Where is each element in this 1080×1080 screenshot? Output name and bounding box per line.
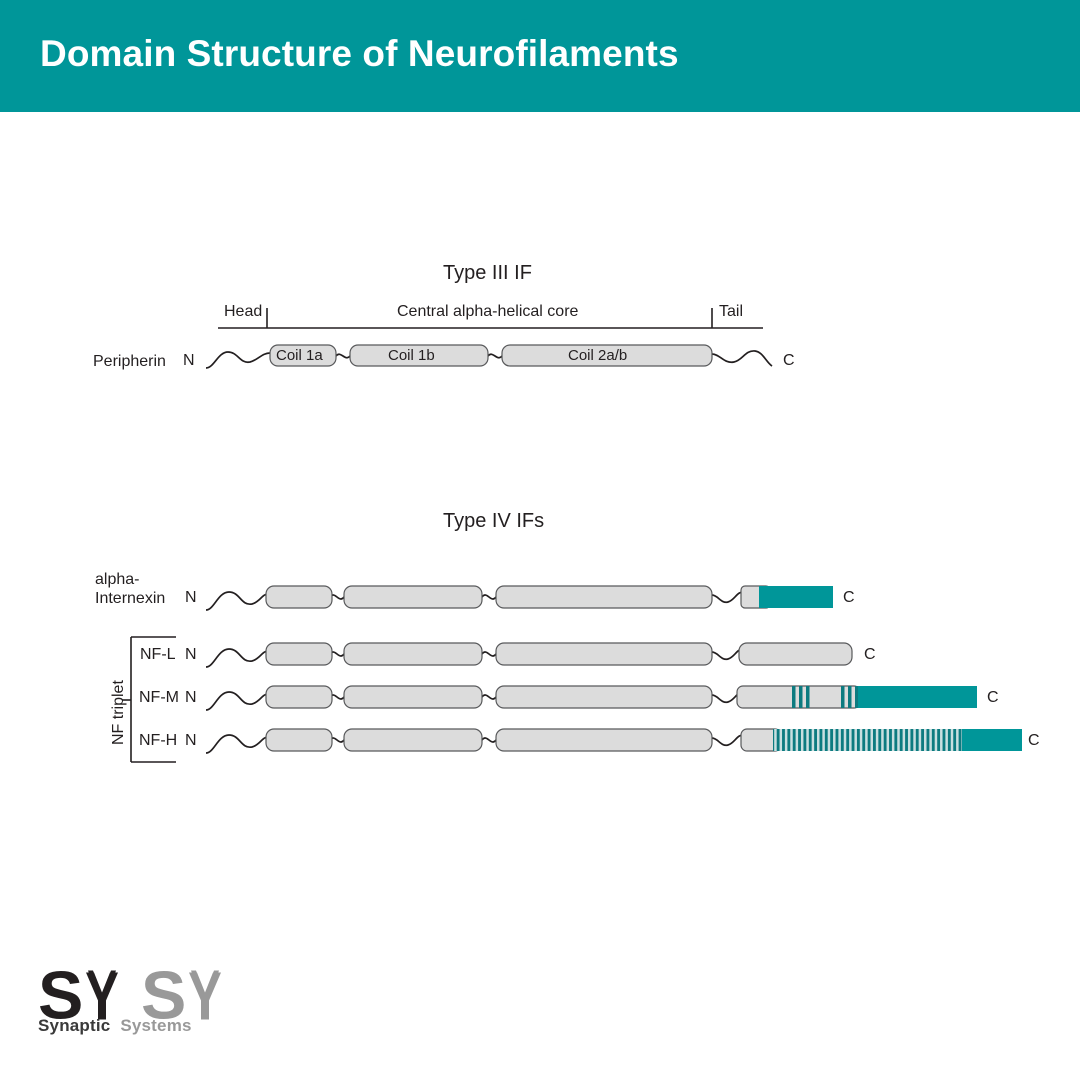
alpha-internexin-name-line2: Internexin [95,590,166,607]
logo-wordmark: Synaptic Systems [38,1016,192,1036]
peripherin-n-terminus: N [183,352,195,369]
nf-h-n-terminus: N [185,732,197,749]
nf-triplet-label: NF triplet [110,680,127,745]
protein-label-alpha-internexin: alpha- Internexin [0,570,273,608]
nf-l-coils [265,642,713,666]
alpha-internexin-n-terminus: N [185,589,197,606]
nf-h-c-terminus: C [1028,732,1040,749]
nf-triplet-bracket [122,636,176,763]
logo-y-antibody-dark [86,970,118,1020]
logo-s-dark: S [38,958,83,1034]
nf-h-coils [265,728,713,752]
alpha-internexin-name-line1: alpha- [95,571,140,588]
nf-m-n-terminus: N [185,689,197,706]
nf-l-c-terminus: C [864,646,876,663]
alpha-internexin-tail [740,585,833,609]
tail-label: Tail [719,303,744,320]
protein-label-nf-m: NF-M [139,689,179,706]
peripherin-backbone [205,350,773,369]
protein-label-nf-h: NF-H [139,732,178,749]
page-title: Domain Structure of Neurofilaments [40,33,679,74]
logo-s-light: S [141,958,186,1034]
peripherin-coil-1b [349,344,489,367]
nf-h-tail [740,728,1022,752]
peripherin-c-terminus: C [783,352,795,369]
head-label: Head [224,303,263,320]
nf-m-coils [265,685,713,709]
type3-domain-axis [218,308,763,329]
section-title-type4: Type IV IFs [443,510,545,532]
logo-word-synaptic: Synaptic [38,1016,111,1035]
peripherin-coil-1a [269,344,337,367]
alpha-internexin-coils [265,585,713,609]
header-bar [0,0,1080,112]
nf-l-tail [738,642,853,666]
nf-l-n-terminus: N [185,646,197,663]
coil-1b-label: Coil 1b [388,347,435,364]
protein-label-peripherin: Peripherin [93,353,166,370]
peripherin-coil-2ab [501,344,713,367]
alpha-internexin-c-terminus: C [843,589,855,606]
company-logo: S S [38,958,221,1034]
protein-label-nf-l: NF-L [140,646,176,663]
nf-m-tail [736,685,977,709]
coil-2ab-label: Coil 2a/b [568,347,628,364]
logo-y-antibody-light [189,970,221,1020]
nf-m-c-terminus: C [987,689,999,706]
logo-word-systems: Systems [120,1016,192,1035]
coil-1a-label: Coil 1a [276,347,323,364]
section-title-type3: Type III IF [443,262,532,284]
core-label: Central alpha-helical core [397,303,579,320]
